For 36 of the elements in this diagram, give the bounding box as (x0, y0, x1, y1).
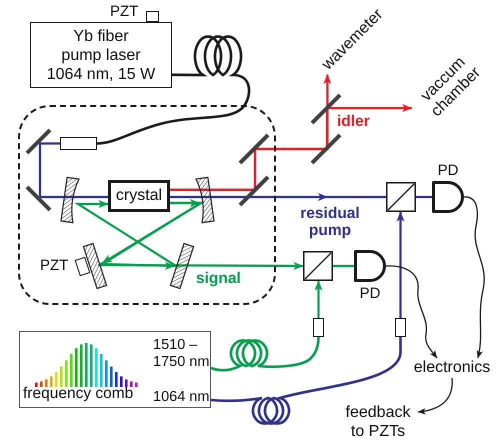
detector-label: PD (438, 162, 458, 179)
output-label: feedback to PZTs (338, 403, 418, 441)
output-label: electronics (406, 358, 498, 378)
signal-wire (464, 196, 485, 358)
laser-beam (416, 196, 432, 198)
nonlinear-crystal: crystal (108, 180, 170, 212)
laser-unit (30, 22, 172, 88)
laser-beam (314, 280, 322, 318)
laser-beam (333, 264, 354, 268)
comb-source (19, 331, 211, 408)
laser-beam (396, 212, 404, 318)
laser-specs: 1064 nm, 15 W (46, 64, 156, 84)
laser-beam (170, 104, 412, 191)
laser-beam (38, 142, 108, 198)
wavelength-label: 1064 nm (153, 389, 210, 406)
beam-splitter-cube (303, 251, 333, 281)
fiber-collimator (313, 318, 324, 337)
laser-name: Yb fiber pump laser (60, 26, 142, 64)
fiber-collimator (395, 318, 406, 337)
actuator-label: PZT (40, 257, 68, 274)
device-label: frequency comb (23, 385, 134, 402)
beam-splitter-cube (386, 182, 416, 212)
optical-fiber (210, 337, 402, 425)
laser-beam (170, 193, 386, 201)
detector-label: PD (360, 285, 380, 302)
fiber-collimator (60, 137, 97, 150)
signal-wire (418, 378, 453, 414)
cavity-enclosure (18, 105, 276, 305)
signal-wire (386, 265, 438, 358)
optical-fiber (210, 336, 320, 372)
beam-label: residual pump (299, 205, 361, 239)
optical-fiber (96, 35, 250, 145)
beam-label: idler (337, 113, 370, 130)
beam-label: signal (196, 270, 241, 287)
actuator-label: PZT (110, 3, 138, 20)
wavelength-label: 1510 – 1750 nm (153, 337, 210, 371)
